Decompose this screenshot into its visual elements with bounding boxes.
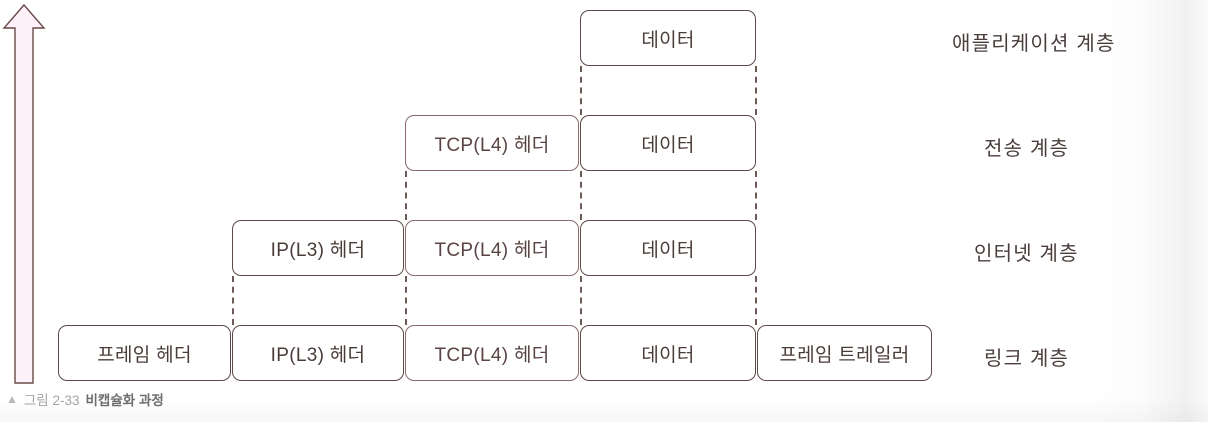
pdu-box: 프레임 헤더	[58, 325, 231, 381]
layer-label: 전송 계층	[984, 138, 1070, 160]
caption-title: 비캡슐화 과정	[85, 393, 164, 408]
up-arrow-icon	[2, 2, 46, 386]
pdu-box: IP(L3) 헤더	[232, 220, 404, 276]
pdu-box: 데이터	[580, 115, 756, 171]
pdu-box: TCP(L4) 헤더	[405, 115, 579, 171]
pdu-box: 데이터	[580, 220, 756, 276]
layer-label: 애플리케이션 계층	[952, 33, 1116, 55]
pdu-box: TCP(L4) 헤더	[405, 220, 579, 276]
dashed-connector	[405, 276, 407, 325]
dashed-connector	[755, 276, 757, 325]
pdu-box: TCP(L4) 헤더	[405, 325, 579, 381]
dashed-connector	[580, 171, 582, 220]
dashed-connector	[755, 171, 757, 220]
pdu-box: 데이터	[580, 10, 756, 66]
figure-caption: ▲ 그림 2-33 비캡슐화 과정	[6, 389, 164, 409]
caption-triangle-icon: ▲	[6, 392, 18, 406]
pdu-box: IP(L3) 헤더	[232, 325, 404, 381]
dashed-connector	[580, 276, 582, 325]
pdu-box: 데이터	[580, 325, 756, 381]
dashed-connector	[580, 66, 582, 115]
dashed-connector	[232, 276, 234, 325]
caption-number: 그림 2-33	[23, 393, 80, 408]
layer-label: 링크 계층	[984, 348, 1070, 370]
page-bottom-shading	[0, 396, 1208, 422]
layer-label: 인터넷 계층	[974, 243, 1079, 265]
dashed-connector	[755, 66, 757, 115]
dashed-connector	[405, 171, 407, 220]
page-edge-shading	[1088, 0, 1208, 422]
pdu-box: 프레임 트레일러	[757, 325, 932, 381]
